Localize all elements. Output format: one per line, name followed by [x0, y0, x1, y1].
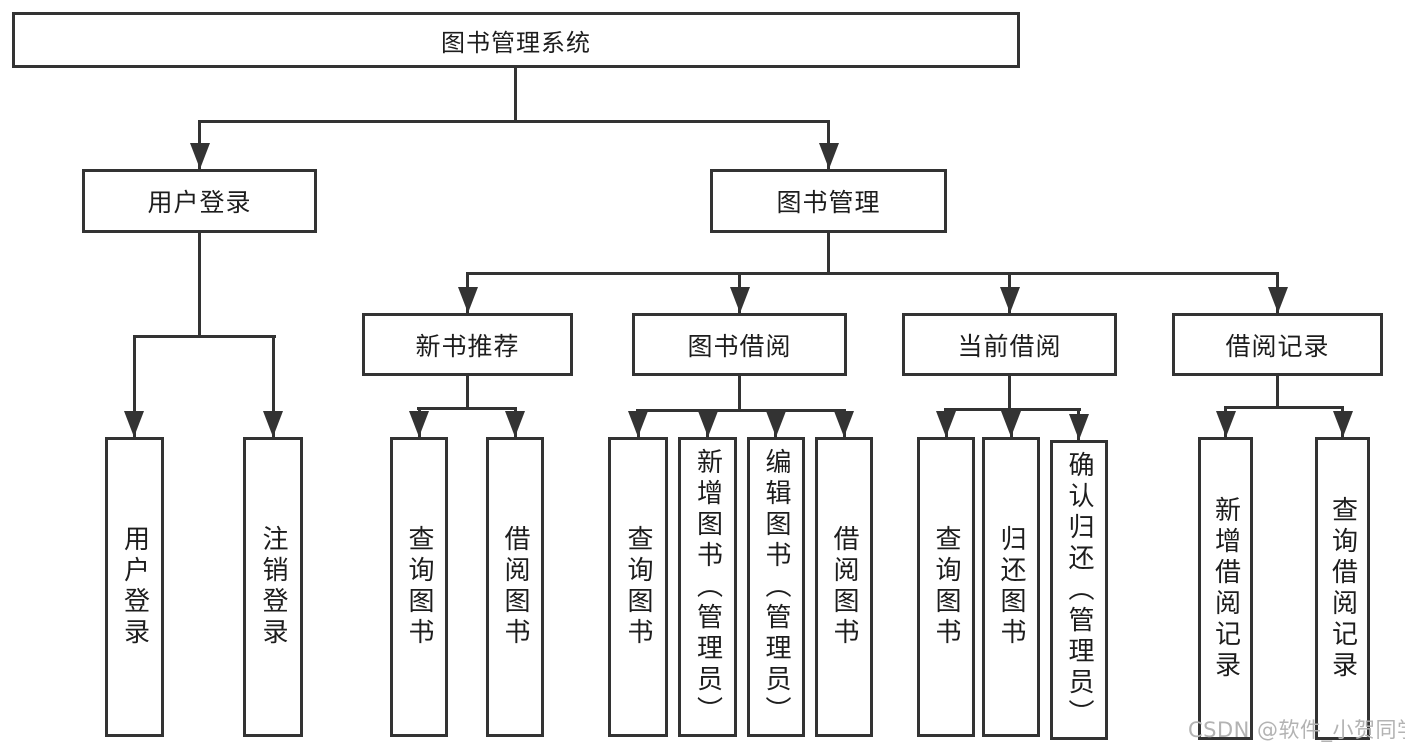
connector-user-login-stem: [198, 233, 201, 338]
node-book-mgmt-label: 图书管理: [776, 188, 881, 217]
leaf-bb-edit-books-admin-label: 编辑图书（管理员）: [761, 447, 791, 727]
node-root-library-system: 图书管理系统: [12, 12, 1020, 68]
leaf-user-login: 用户登录: [105, 437, 164, 737]
arrowhead-cb-confirm: [1069, 414, 1089, 440]
leaf-logout: 注销登录: [243, 437, 303, 737]
connector-new-book-rec-rail: [417, 407, 517, 410]
leaf-bb-borrow-books: 借阅图书: [815, 437, 873, 737]
leaf-br-add-record-label: 新增借阅记录: [1210, 495, 1241, 682]
leaf-bb-edit-books-admin: 编辑图书（管理员）: [747, 437, 805, 737]
arrowhead-new-book-rec: [458, 287, 478, 313]
leaf-user-login-label: 用户登录: [119, 525, 150, 649]
arrowhead-book-borrow: [730, 287, 750, 313]
arrowhead-borrow-records: [1268, 287, 1288, 313]
node-root-label: 图书管理系统: [441, 28, 591, 57]
node-book-mgmt: 图书管理: [710, 169, 947, 233]
leaf-cb-return-books: 归还图书: [982, 437, 1040, 737]
arrowhead-leaf-logout: [263, 411, 283, 437]
connector-book-mgmt-stem: [827, 233, 830, 275]
connector-root-stem: [514, 68, 517, 121]
node-new-book-rec-label: 新书推荐: [415, 331, 520, 361]
leaf-bb-borrow-books-label: 借阅图书: [829, 525, 859, 649]
leaf-rec-borrow-books: 借阅图书: [486, 437, 544, 737]
leaf-br-query-record-label: 查询借阅记录: [1327, 495, 1358, 682]
connector-borrow-records-stem: [1276, 376, 1279, 409]
leaf-bb-query-books: 查询图书: [608, 437, 668, 737]
connector-borrow-records-rail: [1224, 406, 1344, 409]
node-current-borrow-label: 当前借阅: [957, 331, 1062, 361]
node-current-borrow: 当前借阅: [902, 313, 1117, 376]
leaf-cb-query-books: 查询图书: [917, 437, 975, 737]
leaf-cb-return-books-label: 归还图书: [996, 525, 1026, 649]
connector-book-mgmt-rail: [466, 272, 1279, 275]
leaf-br-add-record: 新增借阅记录: [1198, 437, 1253, 740]
connector-drop-leaf-logout: [272, 335, 275, 437]
connector-drop-leaf-user-login: [133, 335, 136, 437]
leaf-bb-add-books-admin: 新增图书（管理员）: [678, 437, 737, 737]
arrowhead-bb-edit: [766, 411, 786, 437]
connector-book-borrow-stem: [738, 376, 741, 412]
arrowhead-user-login: [190, 143, 210, 169]
arrowhead-bb-add: [698, 411, 718, 437]
node-user-login: 用户登录: [82, 169, 317, 233]
arrowhead-book-mgmt: [819, 143, 839, 169]
leaf-rec-query-books: 查询图书: [390, 437, 448, 737]
connector-book-borrow-rail: [636, 409, 846, 412]
arrowhead-cb-query: [936, 411, 956, 437]
arrowhead-current-borrow: [1000, 287, 1020, 313]
connector-current-borrow-stem: [1008, 376, 1011, 411]
leaf-br-query-record: 查询借阅记录: [1315, 437, 1370, 740]
node-book-borrow: 图书借阅: [632, 313, 847, 376]
connector-user-login-rail: [133, 335, 276, 338]
arrowhead-bb-borrow: [834, 411, 854, 437]
csdn-watermark: CSDN @软件_小贺同学: [1188, 718, 1405, 742]
node-user-login-label: 用户登录: [147, 188, 252, 217]
leaf-cb-query-books-label: 查询图书: [931, 525, 961, 649]
node-book-borrow-label: 图书借阅: [687, 331, 792, 361]
leaf-bb-query-books-label: 查询图书: [623, 525, 653, 649]
leaf-cb-confirm-return-admin: 确认归还（管理员）: [1050, 440, 1108, 740]
arrowhead-cb-return: [1001, 411, 1021, 437]
leaf-rec-borrow-books-label: 借阅图书: [500, 525, 530, 649]
connector-new-book-rec-stem: [466, 376, 469, 410]
arrowhead-leaf-user-login: [124, 411, 144, 437]
leaf-bb-add-books-admin-label: 新增图书（管理员）: [692, 447, 723, 727]
leaf-cb-confirm-return-admin-label: 确认归还（管理员）: [1064, 450, 1094, 730]
arrowhead-rec-query: [409, 411, 429, 437]
leaf-logout-label: 注销登录: [258, 525, 288, 649]
node-new-book-rec: 新书推荐: [362, 313, 573, 376]
node-borrow-records: 借阅记录: [1172, 313, 1383, 376]
arrowhead-rec-borrow: [505, 411, 525, 437]
leaf-rec-query-books-label: 查询图书: [404, 525, 434, 649]
node-borrow-records-label: 借阅记录: [1225, 331, 1330, 361]
arrowhead-bb-query: [628, 411, 648, 437]
arrowhead-br-add: [1216, 411, 1236, 437]
arrowhead-br-query: [1333, 411, 1353, 437]
connector-root-rail: [198, 120, 830, 123]
